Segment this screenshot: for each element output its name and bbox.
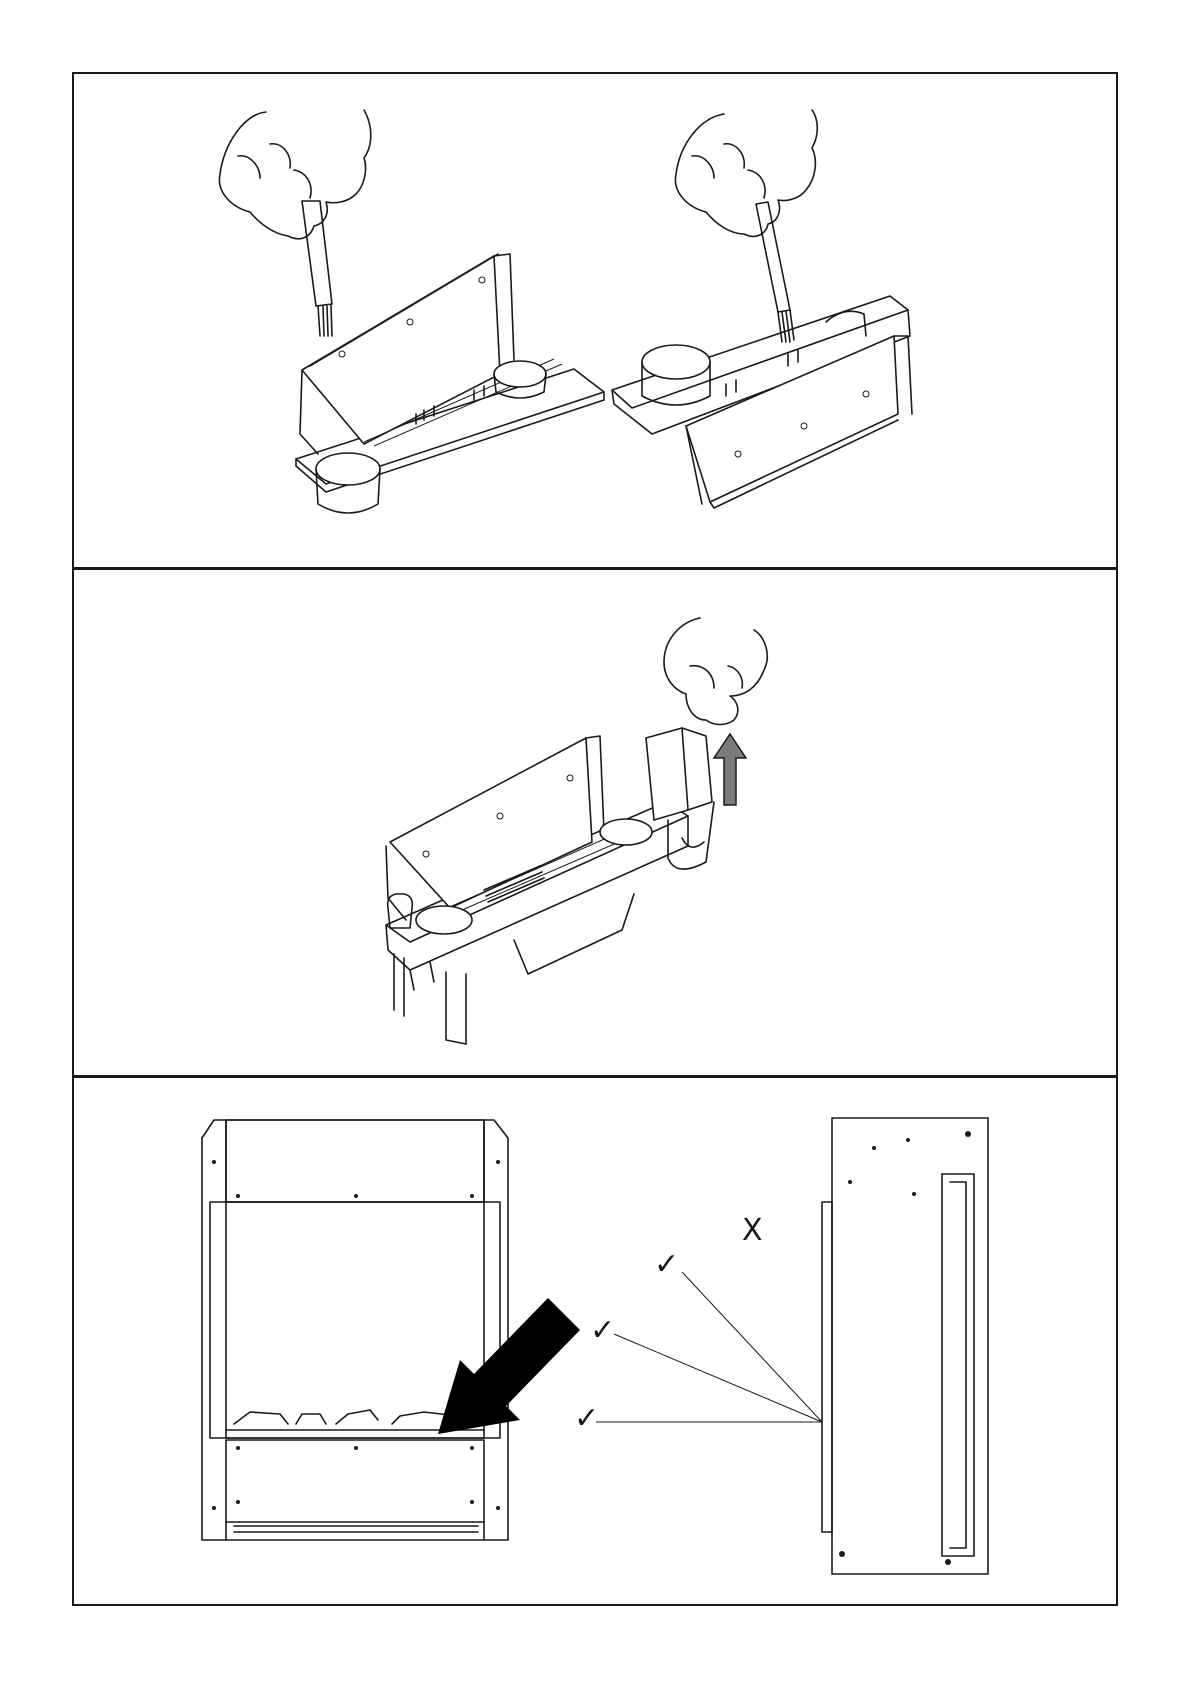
- tray-front-illustration: [219, 110, 604, 513]
- permitted-angle-lines: [596, 1272, 822, 1422]
- panel-lift-out-water-container: [74, 567, 1116, 1078]
- angle-mark-high: ✓: [654, 1247, 679, 1282]
- panel-fire-front-and-side-view: ✓ ✓ ✓ X: [74, 1075, 1116, 1609]
- lift-up-arrow: [714, 734, 746, 805]
- angle-mark-horizontal: ✓: [574, 1401, 599, 1436]
- fuel-bed-arrow: [438, 1298, 580, 1434]
- fire-side-view: [822, 1118, 988, 1574]
- angle-mark-not-allowed: X: [742, 1213, 763, 1248]
- manual-page-frame: ✓ ✓ ✓ X: [72, 72, 1118, 1606]
- fire-box-illustration: [386, 618, 767, 1044]
- angle-mark-low: ✓: [590, 1313, 615, 1348]
- fire-front-view: [202, 1120, 508, 1540]
- tray-rear-illustration: [612, 110, 912, 508]
- panel-cleaning-with-brush: [74, 74, 1116, 567]
